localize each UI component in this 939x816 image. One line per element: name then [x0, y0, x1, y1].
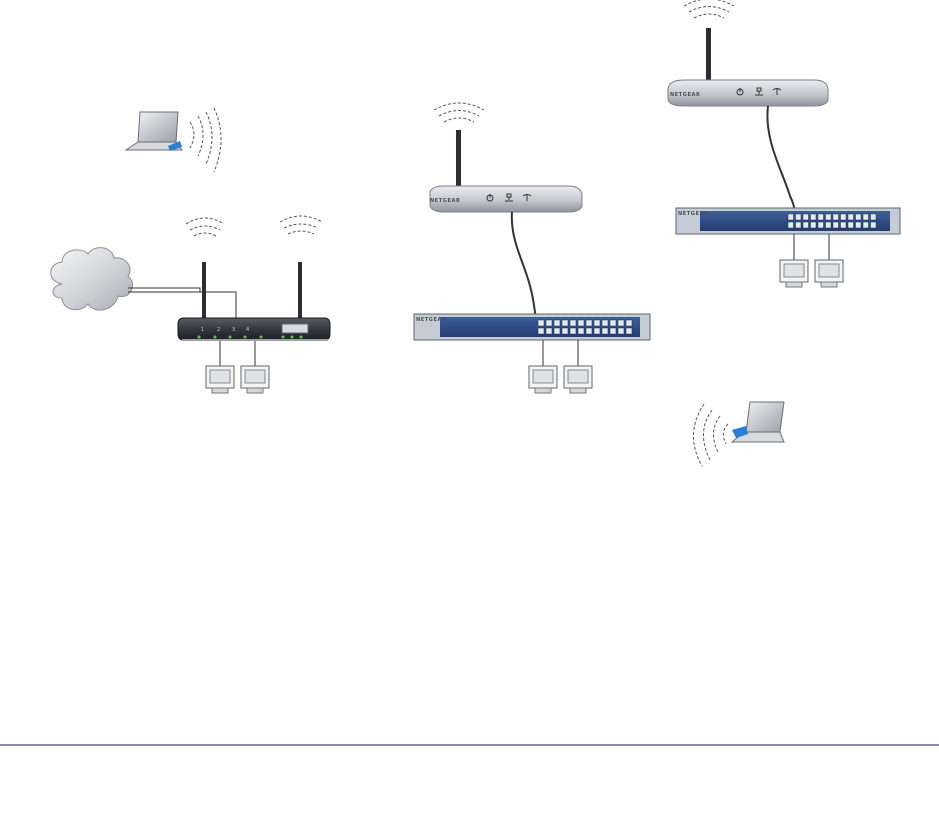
switch-port — [538, 320, 544, 326]
antenna — [456, 130, 461, 190]
switch-port — [570, 320, 576, 326]
switch-port — [546, 320, 552, 326]
switch-port — [863, 214, 869, 220]
switch-port — [570, 328, 576, 334]
switch-port — [803, 214, 809, 220]
router-port-block — [282, 324, 308, 333]
switch-port — [796, 214, 802, 220]
switch-port — [796, 222, 802, 228]
antenna-right — [298, 262, 302, 320]
switch-port — [826, 222, 832, 228]
switch-port — [811, 222, 817, 228]
switch-port — [811, 214, 817, 220]
desktop-pc-icon — [206, 366, 234, 393]
switch-port — [841, 222, 847, 228]
switch-middle: NETGEAR — [414, 314, 650, 340]
switch-port — [562, 328, 568, 334]
switch-port — [538, 328, 544, 334]
switch-port — [602, 320, 608, 326]
pcs-router — [206, 366, 269, 393]
wifi-signal-icon — [186, 218, 224, 236]
switch-port — [562, 320, 568, 326]
cloud-to-router-cable — [128, 288, 236, 318]
switch-port — [626, 320, 632, 326]
switch-port — [826, 214, 832, 220]
laptop-right — [732, 402, 784, 442]
switch-port — [833, 214, 839, 220]
switch-port — [788, 222, 794, 228]
desktop-pc-icon — [241, 366, 269, 393]
antenna-left — [202, 262, 206, 320]
brand-label: NETGEAR — [670, 92, 700, 98]
switch-port — [848, 222, 854, 228]
desktop-pc-icon — [815, 260, 843, 287]
switch-port — [610, 328, 616, 334]
brand-label: NETGEAR — [416, 317, 446, 323]
wifi-signal-icon — [693, 404, 728, 466]
switch-port — [871, 214, 877, 220]
switch-right: NETGEAR — [676, 208, 900, 234]
svg-text:1: 1 — [201, 327, 204, 333]
wifi-signal-icon — [434, 103, 484, 122]
switch-port — [602, 328, 608, 334]
switch-port — [818, 214, 824, 220]
switch-port — [586, 320, 592, 326]
switch-to-pc-cables — [543, 340, 578, 366]
svg-text:4: 4 — [246, 327, 249, 333]
switch-port — [586, 328, 592, 334]
switch-port — [841, 214, 847, 220]
switch-to-pc-cables — [794, 234, 829, 260]
pcs-switch-middle — [529, 366, 592, 393]
switch-port — [871, 222, 877, 228]
switch-port — [578, 328, 584, 334]
switch-port — [618, 328, 624, 334]
switch-port — [848, 214, 854, 220]
switch-port — [833, 222, 839, 228]
router-to-pc-cables — [220, 341, 255, 366]
brand-label: NETGEAR — [678, 211, 708, 217]
svg-text:3: 3 — [232, 327, 235, 333]
switch-port — [856, 222, 862, 228]
antenna — [706, 28, 711, 86]
switch-port — [863, 222, 869, 228]
internet-cloud — [51, 248, 133, 311]
switch-port — [610, 320, 616, 326]
svg-text:2: 2 — [217, 327, 220, 333]
pcs-switch-right — [780, 260, 843, 287]
switch-port — [818, 222, 824, 228]
switch-port — [578, 320, 584, 326]
wifi-signal-icon — [280, 216, 322, 234]
ap-to-switch-cable — [767, 106, 796, 214]
switch-port — [618, 320, 624, 326]
brand-label: NETGEAR — [430, 198, 460, 204]
switch-port — [788, 214, 794, 220]
switch-port — [856, 214, 862, 220]
switch-port — [554, 320, 560, 326]
desktop-pc-icon — [529, 366, 557, 393]
switch-port — [594, 320, 600, 326]
switch-port — [594, 328, 600, 334]
access-point-right: NETGEAR — [668, 28, 828, 106]
switch-port — [546, 328, 552, 334]
ap-to-switch-cable — [512, 212, 536, 318]
switch-port — [554, 328, 560, 334]
switch-port — [626, 328, 632, 334]
laptop-left — [126, 112, 182, 151]
wifi-signal-icon — [684, 0, 734, 18]
desktop-pc-icon — [564, 366, 592, 393]
wifi-signal-icon — [190, 108, 221, 172]
main-router: 1 2 3 4 — [178, 262, 330, 341]
switch-port — [803, 222, 809, 228]
access-point-middle: NETGEAR — [430, 130, 582, 212]
desktop-pc-icon — [780, 260, 808, 287]
